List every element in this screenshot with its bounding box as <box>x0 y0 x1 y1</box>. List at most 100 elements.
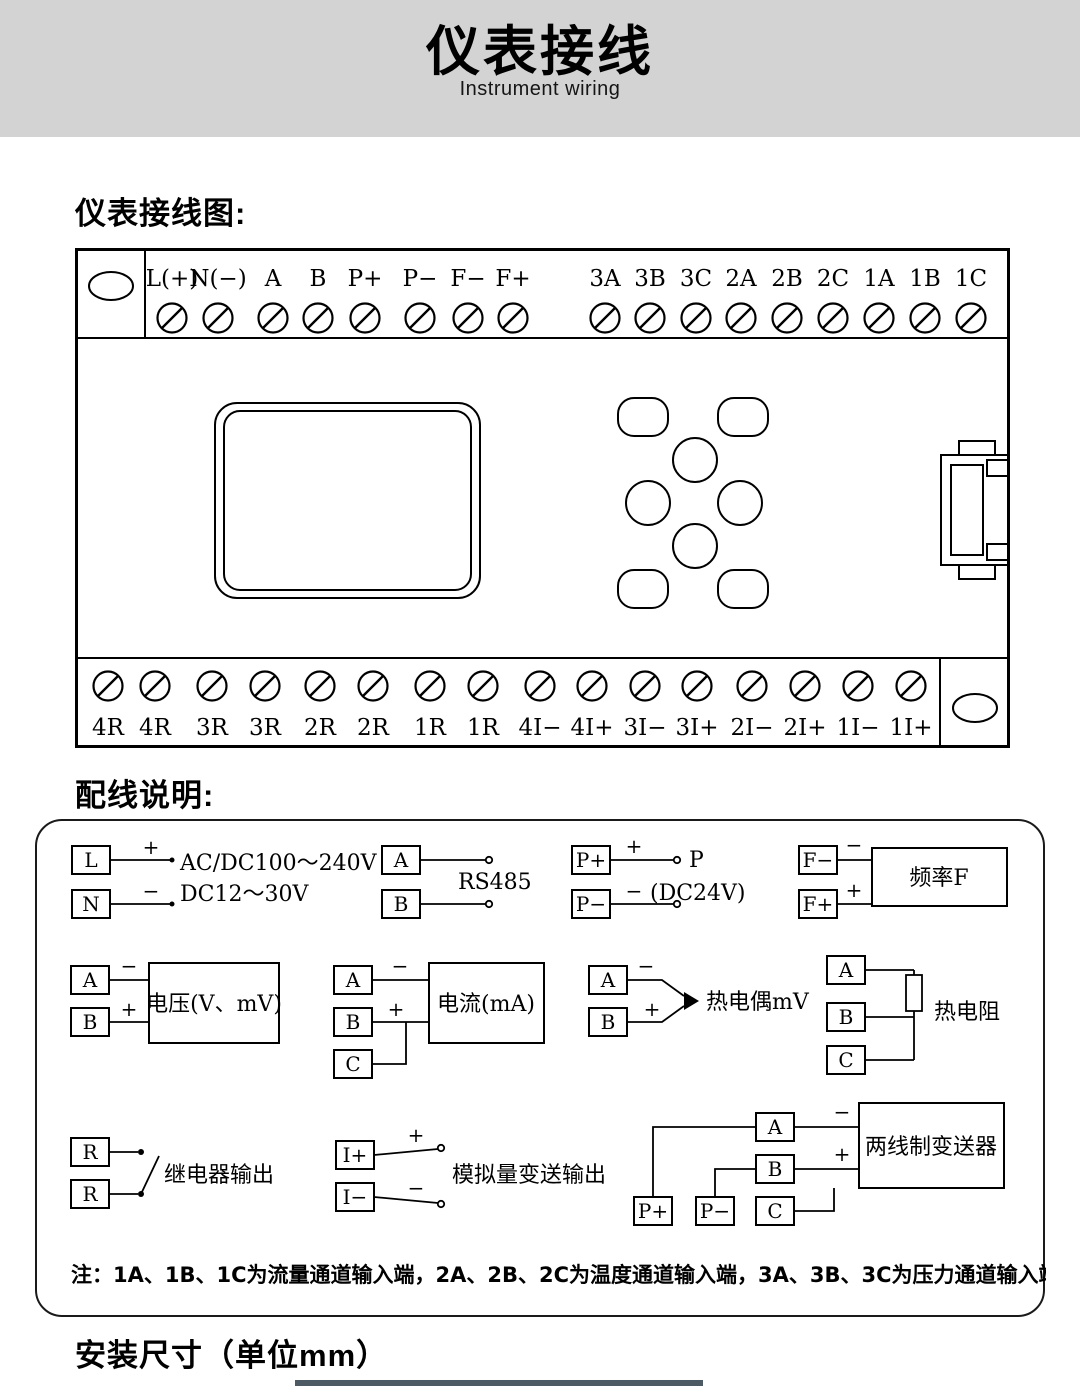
screw-terminal <box>634 302 666 334</box>
screw-terminal <box>357 670 389 702</box>
screw-terminal <box>895 670 927 702</box>
terminal-label: L <box>84 848 97 872</box>
side-connector <box>940 440 1009 580</box>
terminal-label: A <box>345 968 361 992</box>
p-label: P <box>689 848 704 873</box>
screw-terminal <box>681 670 713 702</box>
polarity-sign: + <box>644 997 661 1021</box>
terminal-label: C <box>838 1048 853 1072</box>
button-top-left <box>617 397 669 437</box>
terminal-label: 1R <box>467 715 500 741</box>
wiring-legend: L N + − AC/DC100～240V DC12～30V A B RS485 <box>35 819 1046 1317</box>
nav-buttons <box>617 397 769 609</box>
frequency-label: 频率F <box>909 866 968 891</box>
polarity-sign: + <box>846 878 863 902</box>
rtd-wiring: A B C 热电阻 <box>826 955 1000 1075</box>
button-up <box>672 437 718 483</box>
terminal-label: 1I− <box>837 715 880 741</box>
terminal-label: 4I− <box>519 715 562 741</box>
terminal-label: 1R <box>414 715 447 741</box>
p-voltage-label: (DC24V) <box>650 881 746 906</box>
channel-note: 注：1A、1B、1C为流量通道输入端，2A、2B、2C为温度通道输入端，3A、3… <box>71 1263 1046 1287</box>
rtd-label: 热电阻 <box>934 1000 1000 1025</box>
terminal-label: R <box>82 1182 98 1206</box>
screw-terminal <box>771 302 803 334</box>
terminal-label: B <box>601 1010 616 1034</box>
frequency-wiring: F− F+ − + 频率F <box>798 833 1008 919</box>
power-supply-wiring: L N + − AC/DC100～240V DC12～30V <box>71 835 378 919</box>
screw-terminal <box>576 670 608 702</box>
screw-terminal <box>257 302 289 334</box>
screw-terminal <box>680 302 712 334</box>
analog-output-wiring: I+ I− + − 模拟量变送输出 <box>335 1123 606 1212</box>
terminal-label: P− <box>700 1199 730 1223</box>
terminal-label: 2C <box>817 266 849 292</box>
terminal-label: F− <box>450 266 485 292</box>
screw-terminal <box>524 670 556 702</box>
terminal-label: 3R <box>249 715 282 741</box>
terminal-label: 4R <box>92 715 125 741</box>
relay-output-wiring: R R 继电器输出 <box>70 1137 274 1209</box>
terminal-label: F− <box>803 848 834 872</box>
page-header: 仪表接线 Instrument wiring <box>0 0 1080 137</box>
screw-terminal <box>414 670 446 702</box>
terminal-label: B <box>310 266 327 292</box>
power-range-label: DC12～30V <box>180 882 309 907</box>
screw-terminal <box>629 670 661 702</box>
screw-terminal <box>817 302 849 334</box>
terminal-label: 2B <box>771 266 803 292</box>
screw-terminal <box>736 670 768 702</box>
terminal-label: P− <box>403 266 438 292</box>
button-bottom-right <box>717 569 769 609</box>
terminal-label: P+ <box>638 1199 668 1223</box>
thermocouple-wiring: A B − + 热电偶mV <box>588 954 810 1037</box>
screw-terminal <box>842 670 874 702</box>
relay-label: 继电器输出 <box>164 1163 274 1188</box>
screw-terminal <box>302 302 334 334</box>
polarity-sign: + <box>388 997 405 1021</box>
resistor-symbol <box>905 974 923 1012</box>
terminal-label: B <box>768 1157 783 1181</box>
terminal-label: 2R <box>304 715 337 741</box>
terminal-label: P− <box>576 892 606 916</box>
terminal-label: A <box>264 266 282 292</box>
terminal-label: A <box>82 968 98 992</box>
polarity-sign: − <box>121 954 138 978</box>
screw-terminal <box>349 302 381 334</box>
analog-output-label: 模拟量变送输出 <box>452 1163 606 1188</box>
terminal-label: I+ <box>343 1143 368 1167</box>
switch-blade <box>140 1155 160 1195</box>
terminal-label: B <box>346 1010 361 1034</box>
power-range-label: AC/DC100～240V <box>179 851 378 876</box>
terminal-label: F+ <box>803 892 834 916</box>
screw-terminal <box>725 302 757 334</box>
screw-terminal <box>909 302 941 334</box>
terminal-label: A <box>393 848 409 872</box>
terminal-label: 1C <box>955 266 987 292</box>
page-subtitle: Instrument wiring <box>459 78 621 100</box>
dc24v-wiring: P+ P− + − P (DC24V) <box>571 834 746 919</box>
terminal-label: 3I+ <box>676 715 719 741</box>
terminal-label: 3I− <box>624 715 667 741</box>
screw-terminal <box>139 670 171 702</box>
screw-terminal <box>589 302 621 334</box>
button-down <box>672 523 718 569</box>
terminal-label: B <box>394 892 409 916</box>
screw-terminal <box>452 302 484 334</box>
button-right <box>717 480 763 526</box>
terminal-label: P+ <box>348 266 383 292</box>
thermocouple-junction-arrow <box>684 992 699 1010</box>
terminal-label: L(+) <box>146 266 199 292</box>
polarity-sign: + <box>121 997 138 1021</box>
rs485-wiring: A B RS485 <box>381 845 532 919</box>
polarity-sign: + <box>626 834 643 858</box>
next-figure-edge <box>295 1380 703 1386</box>
terminal-label: 2R <box>357 715 390 741</box>
screw-terminal <box>156 302 188 334</box>
terminal-label: C <box>345 1052 360 1076</box>
